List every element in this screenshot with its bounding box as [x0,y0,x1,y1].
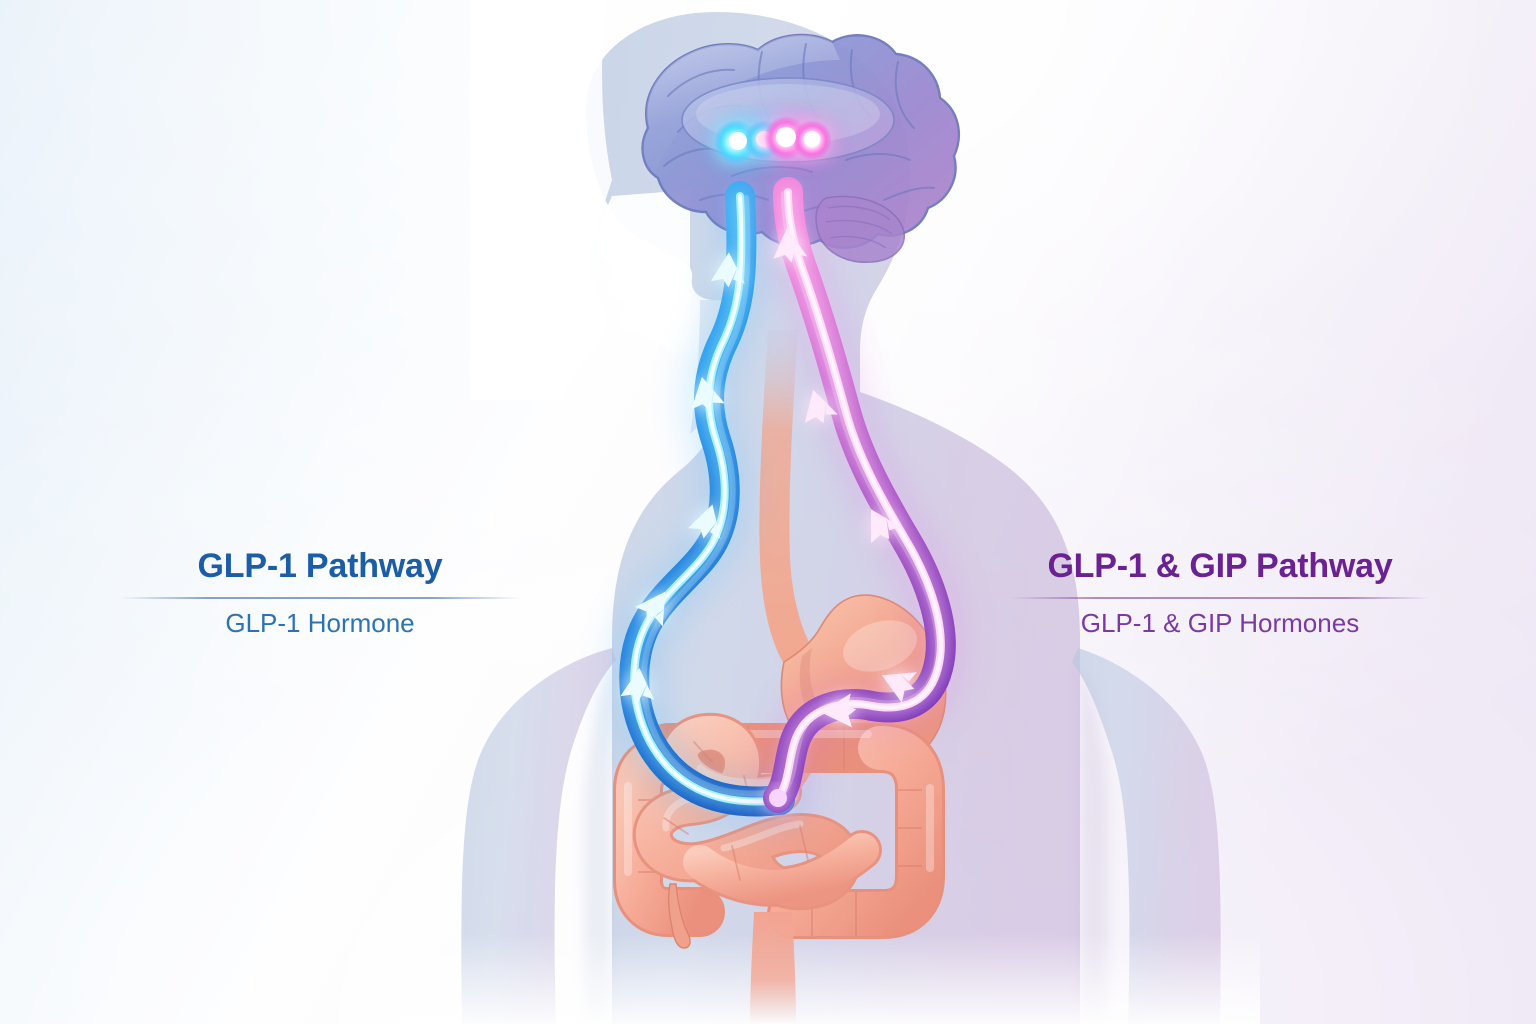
glp1-gip-pathway-title: GLP-1 & GIP Pathway [1047,547,1393,585]
glp1-gip-signal-pathway [755,116,964,821]
glp1-label-divider [120,597,520,600]
glp1-gip-flow-arrow [773,227,917,728]
glp1-hormone-subtitle: GLP-1 Hormone [225,608,415,639]
glp1-pathway-label: GLP-1 Pathway GLP-1 Hormone [120,547,520,639]
glp1-gip-label-divider [1010,597,1430,600]
glp1-pathway-title: GLP-1 Pathway [197,547,443,585]
glp1-gip-brain-receptor-node [764,116,832,160]
glp1-gip-hormones-subtitle: GLP-1 & GIP Hormones [1080,608,1360,639]
esophagus [759,330,812,664]
glp1-signal-pathway [611,120,803,825]
appendix [667,883,691,949]
glp1-flow-arrow [620,252,745,704]
glp1-gip-pathway-label: GLP-1 & GIP Pathway GLP-1 & GIP Hormones [1010,547,1430,639]
